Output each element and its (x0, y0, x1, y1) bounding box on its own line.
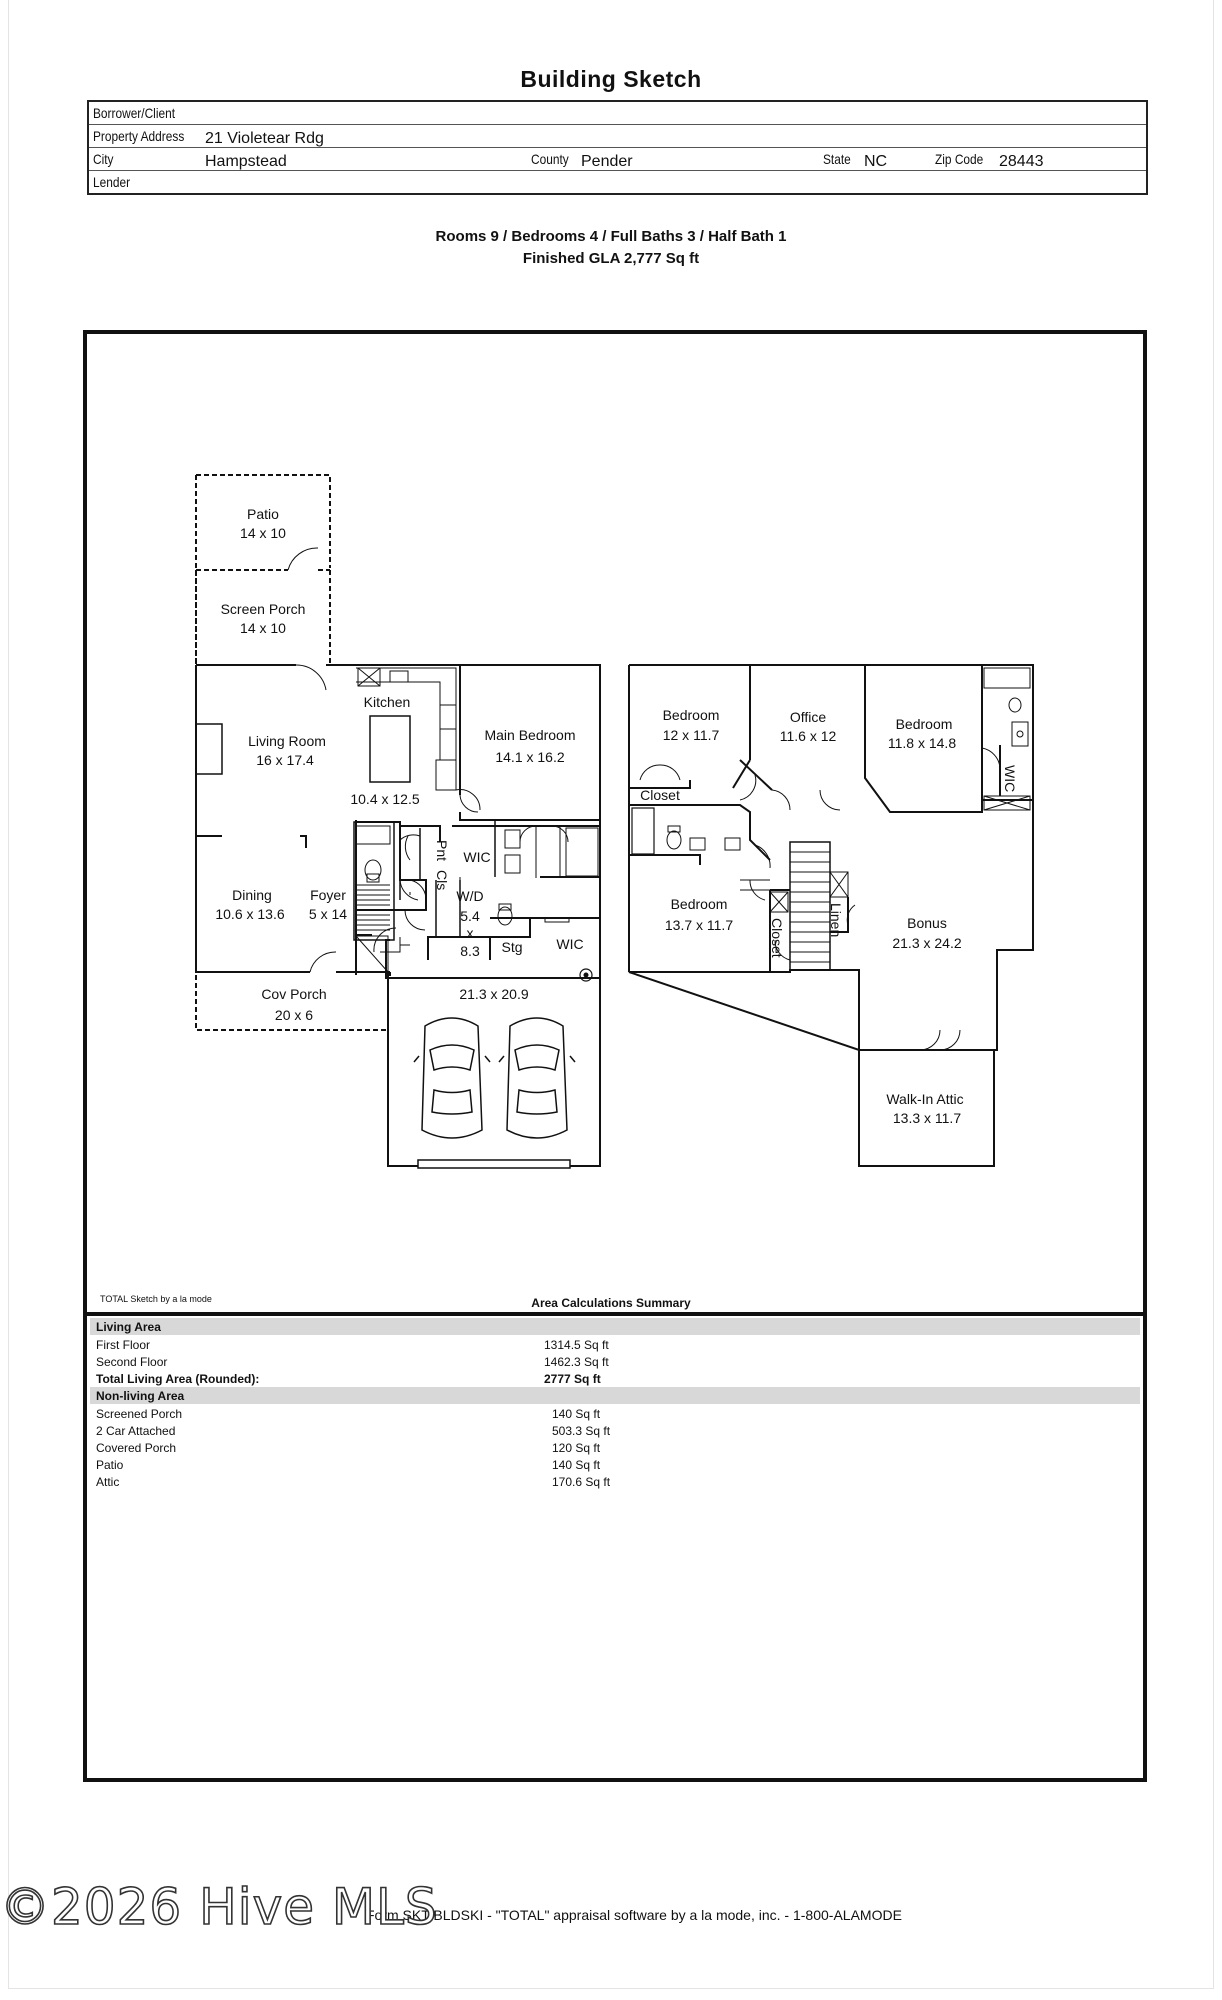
gla-summary: Finished GLA 2,777 Sq ft (522, 250, 700, 267)
property-info-table: Borrower/Client Property Address 21 Viol… (87, 100, 1148, 195)
county-label: County (531, 151, 569, 167)
area-summary-title: Area Calculations Summary (531, 1296, 691, 1310)
room-bedroom-2: Bedroom (663, 707, 720, 723)
patio-label: Patio (96, 1458, 124, 1472)
room-wic-garage: WIC (556, 936, 583, 952)
lender-row: Lender (89, 171, 1146, 193)
room-storage: Stg (501, 939, 522, 955)
room-wic-upstairs: WIC (1002, 765, 1018, 792)
room-living: Living Room (248, 733, 326, 749)
room-patio-dim: 14 x 10 (240, 525, 286, 541)
zip-value: 28443 (999, 153, 1044, 170)
room-kitchen: Kitchen (364, 694, 411, 710)
garage-value: 503.3 Sq ft (552, 1424, 611, 1438)
room-closet-hall: Closet (769, 918, 785, 958)
section-divider (83, 1312, 1143, 1316)
sketch-frame (83, 330, 1147, 1782)
room-wic-main: WIC (463, 849, 490, 865)
room-closet-cls: Cls (434, 870, 450, 890)
rooms-summary: Rooms 9 / Bedrooms 4 / Full Baths 3 / Ha… (435, 228, 787, 245)
borrower-row: Borrower/Client (89, 102, 1146, 125)
room-living-dim: 16 x 17.4 (256, 752, 314, 768)
patio-value: 140 Sq ft (552, 1458, 601, 1472)
room-wd-dim2: 8.3 (460, 943, 480, 959)
room-bonus-dim: 21.3 x 24.2 (892, 935, 961, 951)
room-cov-porch: Cov Porch (261, 986, 326, 1002)
lender-label: Lender (93, 174, 131, 190)
room-foyer: Foyer (310, 887, 346, 903)
first-floor-value: 1314.5 Sq ft (544, 1338, 609, 1352)
room-dining: Dining (232, 887, 272, 903)
room-bonus: Bonus (907, 915, 947, 931)
room-closet-upstairs: Closet (640, 787, 680, 803)
room-dining-dim: 10.6 x 13.6 (215, 906, 284, 922)
total-living-label: Total Living Area (Rounded): (96, 1372, 260, 1386)
address-value: 21 Violetear Rdg (205, 130, 324, 147)
room-office-dim: 11.6 x 12 (780, 728, 837, 744)
room-wd-x: x (467, 925, 474, 941)
room-bedroom-2-dim: 12 x 11.7 (663, 727, 720, 743)
state-label: State (823, 151, 851, 167)
covered-porch-value: 120 Sq ft (552, 1441, 601, 1455)
borrower-label: Borrower/Client (93, 105, 176, 121)
room-wd-dim1: 5.4 (460, 908, 480, 924)
screened-porch-label: Screened Porch (96, 1407, 183, 1421)
living-area-header: Living Area (90, 1318, 1140, 1335)
room-bedroom-3: Bedroom (896, 716, 953, 732)
address-label: Property Address (93, 128, 185, 144)
room-pantry: Pnt (434, 840, 450, 861)
city-value: Hampstead (205, 153, 287, 170)
second-floor-label: Second Floor (96, 1355, 168, 1369)
attic-label: Attic (96, 1475, 120, 1489)
total-living-value: 2777 Sq ft (544, 1372, 601, 1386)
room-screen-porch-dim: 14 x 10 (240, 620, 286, 636)
garage-label: 2 Car Attached (96, 1424, 176, 1438)
room-bedroom-3-dim: 11.8 x 14.8 (888, 735, 956, 751)
city-row: City Hampstead County Pender State NC Zi… (89, 148, 1146, 171)
room-main-bedroom: Main Bedroom (484, 727, 575, 743)
room-main-bedroom-dim: 14.1 x 16.2 (495, 749, 564, 765)
address-row: Property Address 21 Violetear Rdg (89, 125, 1146, 148)
covered-porch-label: Covered Porch (96, 1441, 177, 1455)
zip-label: Zip Code (935, 151, 984, 167)
room-linen: Linen (828, 903, 844, 937)
room-garage-dim: 21.3 x 20.9 (459, 986, 528, 1002)
room-attic-dim: 13.3 x 11.7 (893, 1110, 961, 1126)
floor-plan: Patio 14 x 10 Screen Porch 14 x 10 Kitch… (195, 474, 1034, 1169)
sketch-credit: TOTAL Sketch by a la mode (100, 1294, 212, 1304)
room-cov-porch-dim: 20 x 6 (275, 1007, 313, 1023)
screened-porch-value: 140 Sq ft (552, 1407, 601, 1421)
room-screen-porch: Screen Porch (221, 601, 306, 617)
second-floor-value: 1462.3 Sq ft (544, 1355, 609, 1369)
room-bedroom-4: Bedroom (671, 896, 728, 912)
room-bedroom-4-dim: 13.7 x 11.7 (665, 917, 733, 933)
mls-watermark: ©2026 Hive MLS (0, 1877, 438, 1937)
state-value: NC (864, 153, 888, 170)
page-title: Building Sketch (520, 66, 702, 92)
room-patio: Patio (247, 506, 279, 522)
room-kitchen-dim: 10.4 x 12.5 (350, 791, 419, 807)
room-office: Office (790, 709, 827, 725)
nonliving-area-header: Non-living Area (90, 1387, 1140, 1404)
room-attic: Walk-In Attic (886, 1091, 963, 1107)
room-foyer-dim: 5 x 14 (309, 906, 347, 922)
county-value: Pender (581, 153, 633, 170)
city-label: City (93, 151, 114, 167)
room-wd: W/D (456, 888, 483, 904)
first-floor-label: First Floor (96, 1338, 150, 1352)
attic-value: 170.6 Sq ft (552, 1475, 611, 1489)
living-area-header-label: Living Area (96, 1320, 161, 1334)
form-footer: Form SKT BLDSKI - "TOTAL" appraisal soft… (366, 1907, 902, 1923)
nonliving-area-header-label: Non-living Area (96, 1389, 185, 1403)
